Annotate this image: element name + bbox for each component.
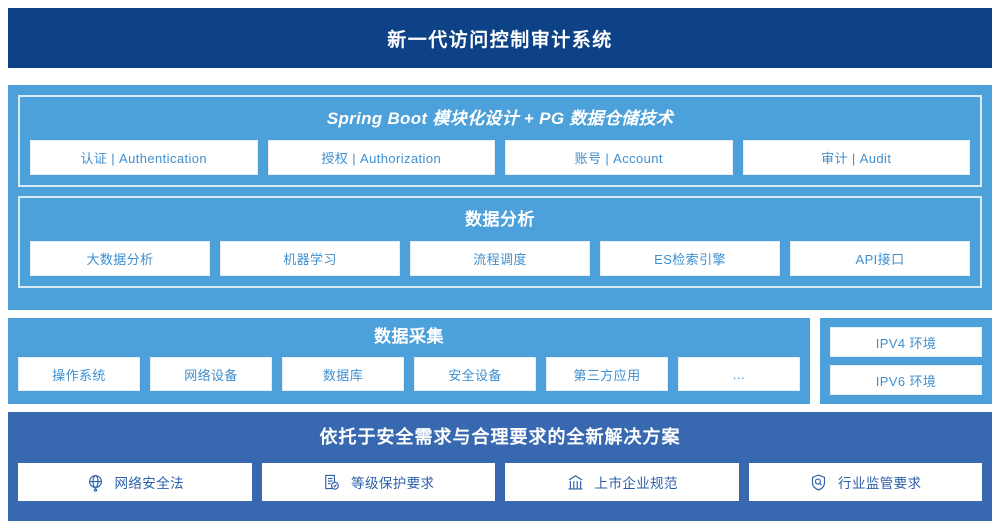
collection-item-third-party-app[interactable]: 第三方应用 (546, 357, 668, 391)
analysis-item-api[interactable]: API接口 (790, 241, 970, 276)
environment-panel: IPV4 环境 IPV6 环境 (820, 318, 992, 404)
page-title: 新一代访问控制审计系统 (387, 29, 613, 51)
analysis-item-bigdata[interactable]: 大数据分析 (30, 241, 210, 276)
analysis-item-es-search[interactable]: ES检索引擎 (600, 241, 780, 276)
solution-item-industry-regulation[interactable]: 行业监管要求 (748, 463, 982, 501)
collection-item-network-device[interactable]: 网络设备 (150, 357, 272, 391)
solution-item-label: 等级保护要求 (351, 476, 435, 491)
collection-item-database[interactable]: 数据库 (282, 357, 404, 391)
environment-item-ipv6[interactable]: IPV6 环境 (830, 365, 982, 395)
solution-title: 依托于安全需求与合理要求的全新解决方案 (319, 427, 681, 447)
shield-search-icon (809, 473, 828, 492)
platform-item-row: 认证 | Authentication 授权 | Authorization 账… (30, 140, 970, 175)
platform-item-audit[interactable]: 审计 | Audit (742, 140, 970, 175)
collection-item-os[interactable]: 操作系统 (18, 357, 140, 391)
solution-item-row: 网络安全法 等级保护要求 (18, 463, 982, 501)
solution-item-cybersecurity-law[interactable]: 网络安全法 (18, 463, 252, 501)
platform-item-authorization[interactable]: 授权 | Authorization (267, 140, 495, 175)
platform-group-title: Spring Boot 模块化设计 + PG 数据仓储技术 (326, 109, 674, 128)
solution-item-label: 行业监管要求 (838, 476, 922, 491)
bank-icon (566, 473, 585, 492)
globe-icon (86, 473, 105, 492)
analysis-group-title: 数据分析 (465, 210, 535, 229)
collection-panel: 数据采集 操作系统 网络设备 数据库 安全设备 第三方应用 … (8, 318, 810, 404)
document-check-icon (322, 473, 341, 492)
collection-item-row: 操作系统 网络设备 数据库 安全设备 第三方应用 … (18, 357, 800, 391)
analysis-group: 数据分析 大数据分析 机器学习 流程调度 ES检索引擎 API接口 (18, 196, 982, 288)
solution-item-classified-protection[interactable]: 等级保护要求 (261, 463, 495, 501)
platform-item-authentication[interactable]: 认证 | Authentication (30, 140, 258, 175)
platform-item-account[interactable]: 账号 | Account (505, 140, 733, 175)
solution-item-label: 网络安全法 (114, 476, 184, 491)
analysis-item-row: 大数据分析 机器学习 流程调度 ES检索引擎 API接口 (30, 241, 970, 276)
collection-item-security-device[interactable]: 安全设备 (414, 357, 536, 391)
page-title-bar: 新一代访问控制审计系统 (8, 8, 992, 68)
environment-item-ipv4[interactable]: IPV4 环境 (830, 327, 982, 357)
analysis-item-machine-learning[interactable]: 机器学习 (220, 241, 400, 276)
solution-item-label: 上市企业规范 (594, 476, 678, 491)
collection-item-more[interactable]: … (678, 357, 800, 391)
solution-panel: 依托于安全需求与合理要求的全新解决方案 网络安全法 (8, 412, 992, 521)
collection-title: 数据采集 (374, 327, 444, 346)
platform-panel: Spring Boot 模块化设计 + PG 数据仓储技术 认证 | Authe… (8, 85, 992, 310)
solution-item-listed-company-standard[interactable]: 上市企业规范 (505, 463, 739, 501)
platform-group: Spring Boot 模块化设计 + PG 数据仓储技术 认证 | Authe… (18, 95, 982, 187)
analysis-item-process-scheduling[interactable]: 流程调度 (410, 241, 590, 276)
